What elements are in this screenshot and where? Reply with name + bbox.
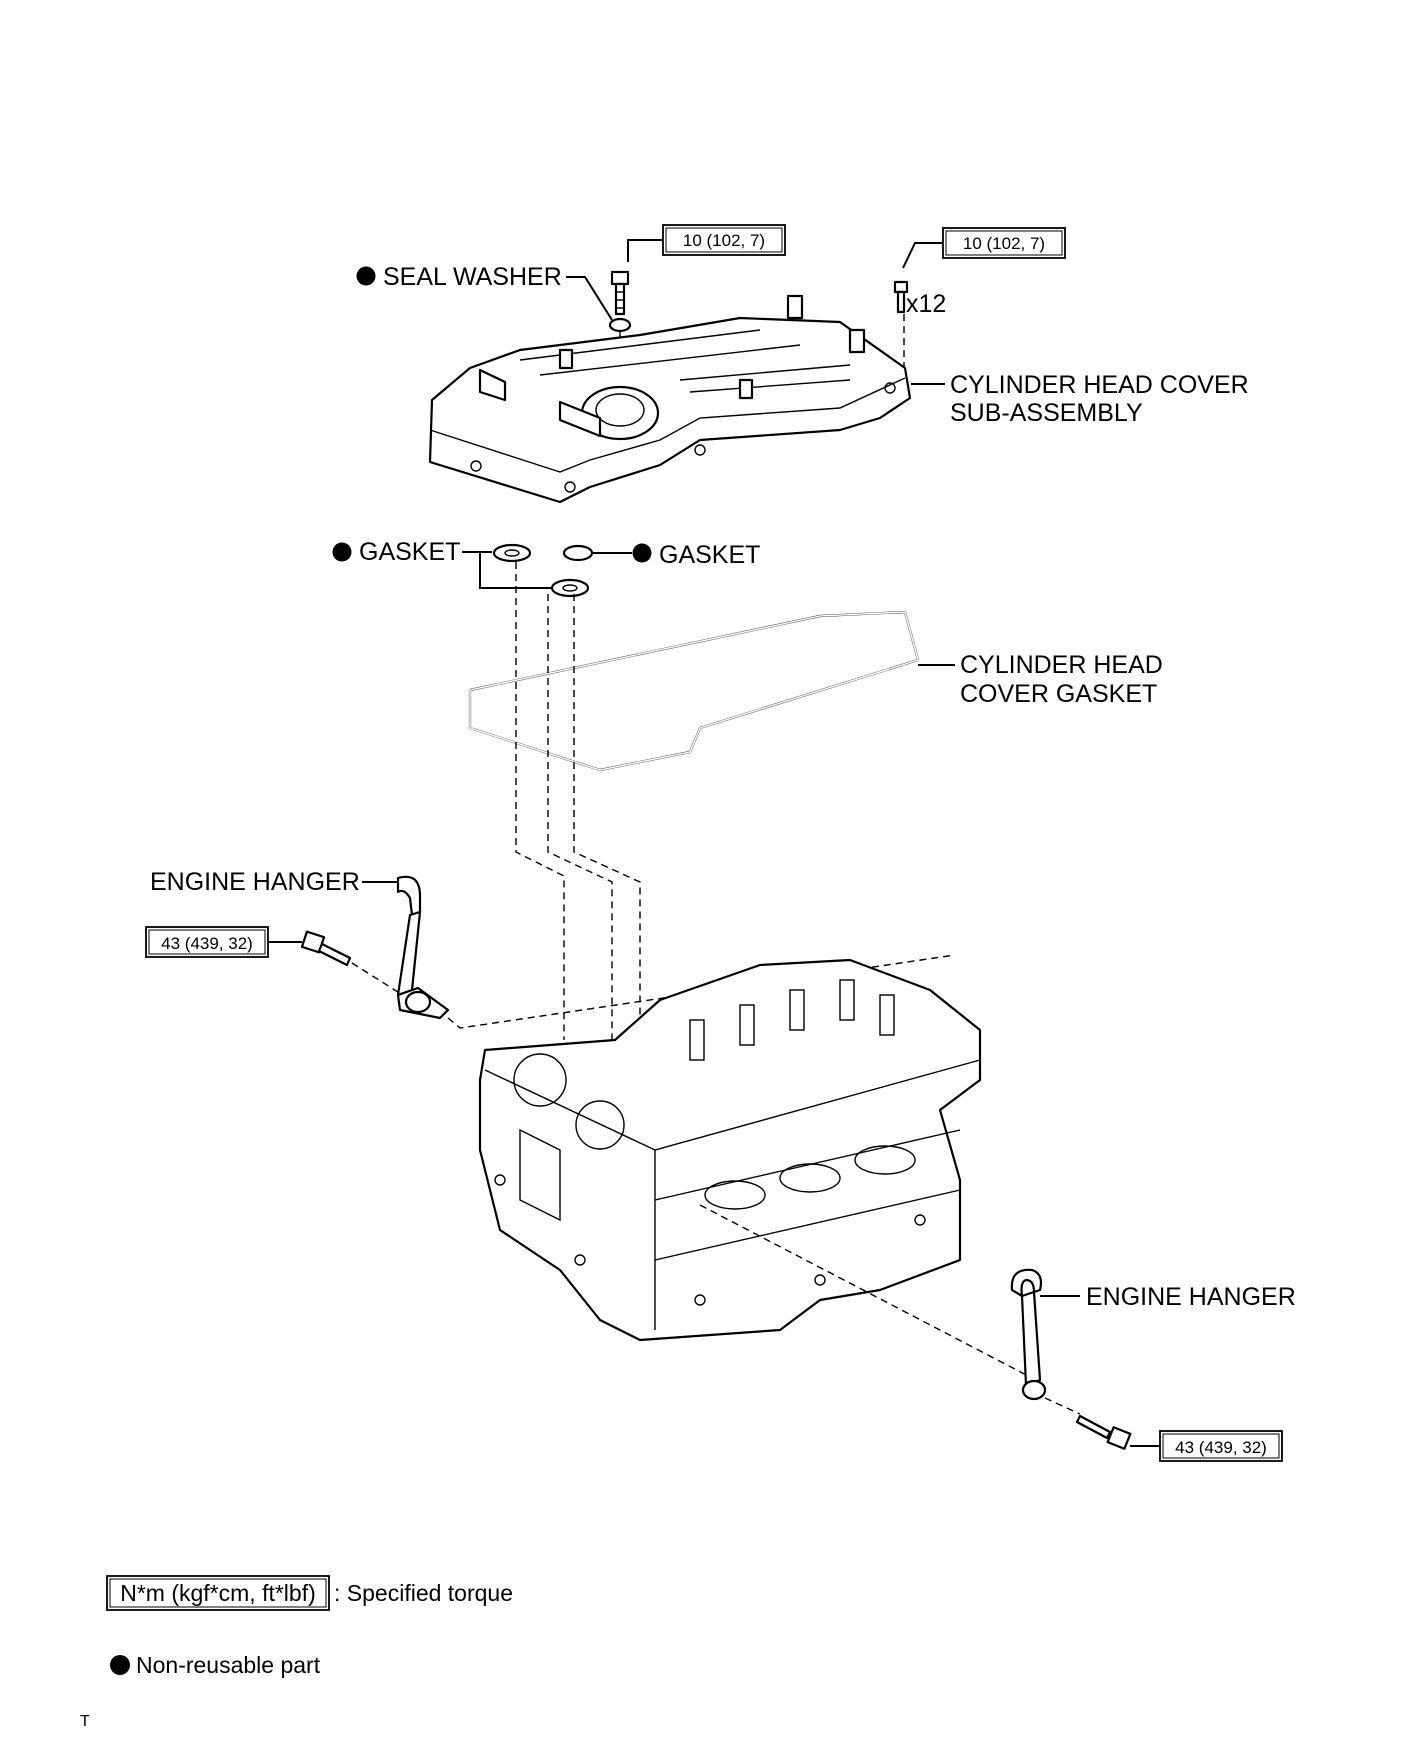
- legend-torque: N*m (kgf*cm, ft*lbf) : Specified torque: [106, 1575, 513, 1611]
- torque-box-cover-bolt-2: 10 (102, 7): [942, 227, 1066, 259]
- cylinder-head: [478, 958, 982, 1342]
- torque-value: 43 (439, 32): [161, 934, 253, 953]
- cylinder-head-cover: [428, 294, 912, 504]
- cylinder-head-cover-gasket: [468, 610, 920, 772]
- label-seal-washer: SEAL WASHER: [383, 263, 562, 291]
- label-gasket-left: GASKET: [359, 538, 460, 566]
- non-reusable-dot: [110, 1655, 130, 1675]
- legend-nonreusable-desc: Non-reusable part: [136, 1652, 321, 1678]
- footer-mark: T: [80, 1713, 90, 1730]
- hanger-bolt-left: [300, 930, 352, 967]
- oil-filler-gasket: [562, 544, 594, 562]
- spark-tube-gasket-1: [492, 543, 532, 563]
- torque-value: 10 (102, 7): [683, 231, 765, 250]
- label-hanger-right: ENGINE HANGER: [1086, 1283, 1296, 1311]
- seal-washer-part: [608, 317, 632, 333]
- torque-value: 10 (102, 7): [963, 234, 1045, 253]
- torque-value: 43 (439, 32): [1175, 1438, 1267, 1457]
- cover-bolt-right: [893, 280, 909, 314]
- label-cover-line2: SUB-ASSEMBLY: [950, 399, 1143, 427]
- label-cover-line1: CYLINDER HEAD COVER: [950, 371, 1249, 399]
- spark-tube-gasket-2: [550, 578, 590, 598]
- non-reusable-dot: [332, 542, 352, 562]
- label-hanger-left: ENGINE HANGER: [150, 868, 360, 896]
- cover-bolt-left: [610, 270, 630, 316]
- torque-box-hanger-left: 43 (439, 32): [145, 926, 269, 958]
- label-bolt-quantity: x12: [906, 290, 946, 318]
- torque-box-cover-bolt-1: 10 (102, 7): [662, 224, 786, 256]
- label-cover-gasket-line1: CYLINDER HEAD: [960, 651, 1163, 679]
- non-reusable-dot: [632, 543, 652, 563]
- label-cover-gasket-line2: COVER GASKET: [960, 680, 1157, 708]
- legend-torque-unit: N*m (kgf*cm, ft*lbf): [120, 1580, 316, 1606]
- engine-hanger-right: [1010, 1268, 1047, 1401]
- torque-box-hanger-right: 43 (439, 32): [1159, 1430, 1283, 1462]
- non-reusable-dot: [356, 266, 376, 286]
- legend-nonreusable: Non-reusable part: [110, 1652, 321, 1678]
- hanger-bolt-right: [1075, 1414, 1132, 1450]
- label-gasket-right: GASKET: [659, 541, 760, 569]
- legend-torque-desc: : Specified torque: [334, 1580, 513, 1606]
- engine-hanger-left: [396, 875, 450, 1020]
